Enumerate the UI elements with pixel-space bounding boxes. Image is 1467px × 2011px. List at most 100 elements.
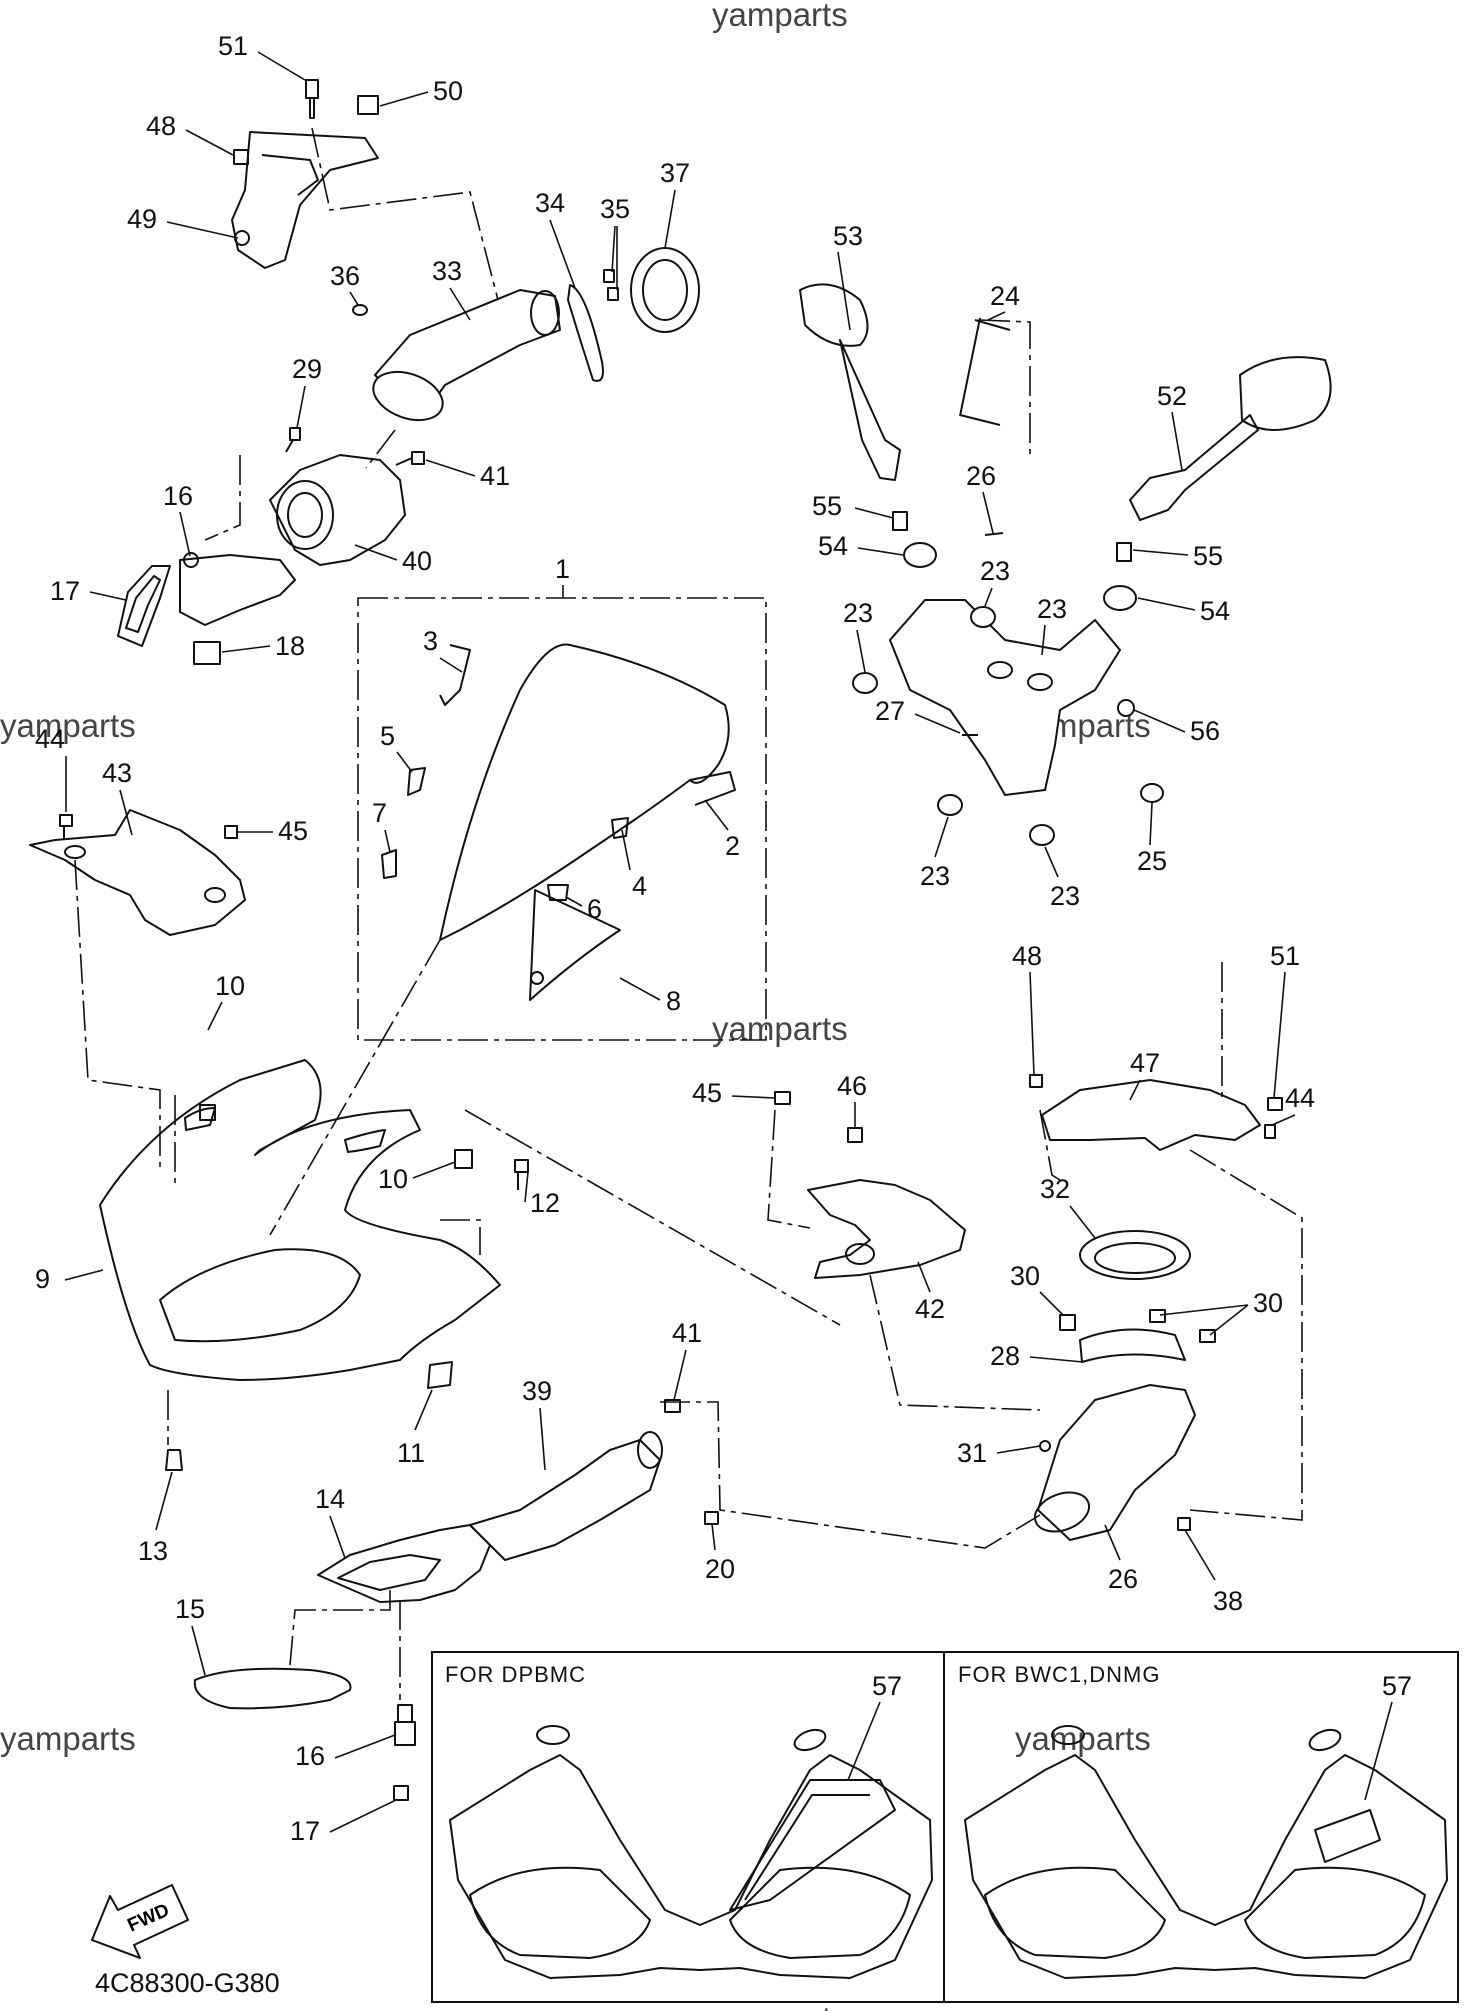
- callout-20: 18: [275, 631, 305, 661]
- callout-23-bottom-right: 23: [1050, 881, 1080, 911]
- decal-emblem: [1314, 1809, 1381, 1863]
- lower-duct-group: [193, 1399, 719, 1801]
- callout-16: 16: [295, 1741, 325, 1771]
- decal-cowling-dpbmc: [449, 1754, 933, 1979]
- callout-23-bottom-left: 23: [920, 861, 950, 891]
- callout-8: 8: [666, 986, 681, 1016]
- callout-30-right: 30: [1253, 1288, 1283, 1318]
- callout-51: 51: [218, 31, 248, 61]
- callout-44-center: 45: [692, 1078, 722, 1108]
- callout-10-lower: 10: [378, 1164, 408, 1194]
- callout-9: 9: [35, 1264, 50, 1294]
- duct-part-14: [317, 1524, 491, 1603]
- front-cowling-group: [99, 1059, 529, 1471]
- watermark-bottom: yamparts: [712, 2000, 848, 2011]
- callout-26-upper: 26: [966, 461, 996, 491]
- callout-48-right: 48: [1012, 941, 1042, 971]
- callout-29: 28: [990, 1341, 1020, 1371]
- callout-10-upper: 10: [215, 971, 245, 1001]
- band-part-29: [1079, 1328, 1186, 1363]
- seal-part-19: [117, 565, 171, 647]
- callout-32: 32: [1040, 1174, 1070, 1204]
- duct-part-28: [1037, 1384, 1196, 1541]
- duct-part-18: [179, 554, 296, 626]
- mirror-stay-group: [799, 283, 1332, 846]
- callout-4: 4: [632, 871, 647, 901]
- bolt-part-24: [959, 317, 1011, 426]
- windshield-group: [357, 597, 767, 1041]
- callout-1: 1: [555, 554, 570, 584]
- callout-17: 17: [290, 1816, 320, 1846]
- callout-13: 13: [138, 1536, 168, 1566]
- callout-18: 16: [163, 481, 193, 511]
- bracket-part-46: [1041, 1079, 1261, 1151]
- windshield-part-8: [439, 643, 730, 941]
- callout-42: 42: [915, 1294, 945, 1324]
- callout-45-left: 45: [278, 816, 308, 846]
- side-panel-group: [29, 809, 246, 936]
- callout-15: 15: [175, 1594, 205, 1624]
- callout-48: 48: [146, 111, 176, 141]
- callout-25: 25: [1137, 846, 1167, 876]
- variant-label-bwc1-dnmg: FOR BWC1,DNMG: [958, 1662, 1160, 1687]
- guide-lines: [74, 127, 1303, 1700]
- decal-cowling-bwc1-dnmg: [964, 1754, 1448, 1979]
- callout-24: 24: [990, 281, 1020, 311]
- callout-19: 17: [50, 576, 80, 606]
- callout-3: 3: [423, 626, 438, 656]
- callout-57-left: 57: [872, 1671, 902, 1701]
- callout-26-lower: 27: [875, 696, 905, 726]
- callout-31: 31: [957, 1438, 987, 1468]
- screw-part-17: [393, 1785, 409, 1801]
- callout-54-left: 54: [818, 531, 848, 561]
- callout-28: 26: [1108, 1564, 1138, 1594]
- callout-41-lower: 41: [672, 1318, 702, 1348]
- inner-panel-group: [774, 1091, 966, 1279]
- callout-5: 5: [380, 721, 395, 751]
- diagram-code: 4C88300-G380: [95, 1968, 280, 1998]
- windshield-assembly-box: [357, 597, 767, 1041]
- watermark-top: yamparts: [712, 0, 848, 33]
- seal-part-15: [193, 1667, 352, 1710]
- stay-part-22: [889, 599, 1121, 796]
- callout-47: 44: [1285, 1083, 1315, 1113]
- callout-39: 39: [522, 1376, 552, 1406]
- watermark-left: yamparts: [0, 707, 136, 744]
- callout-54-right: 54: [1200, 596, 1230, 626]
- fwd-arrow-icon: FWD: [91, 1884, 189, 1959]
- callout-14: 14: [315, 1484, 345, 1514]
- callout-50: 50: [433, 76, 463, 106]
- callout-51-right: 51: [1270, 941, 1300, 971]
- gasket-part-34: [567, 284, 604, 382]
- callout-57-right: 57: [1382, 1671, 1412, 1701]
- intake-part-39: [469, 1439, 661, 1561]
- callout-36: 36: [330, 261, 360, 291]
- callout-labels: 51 50 48 49 34 35 37 33 36 29 41 16 40 1…: [35, 31, 1315, 1846]
- callout-6: 6: [587, 894, 602, 924]
- upper-left-duct-group: [117, 79, 700, 665]
- variant-box-bwc1-dnmg: [943, 1651, 1459, 2003]
- bracket-part-49: [231, 131, 379, 269]
- callout-11: 11: [397, 1438, 425, 1468]
- ring-part-32: [1079, 1230, 1191, 1280]
- callout-35: 35: [600, 194, 630, 224]
- callout-33: 33: [432, 256, 462, 286]
- callout-38: 38: [1213, 1586, 1243, 1616]
- intake-part-40: [269, 454, 406, 566]
- callout-41-upper: 41: [480, 461, 510, 491]
- variant-boxes: FOR DPBMC FOR BWC1,DNMG 57 57: [431, 1651, 1459, 2003]
- right-duct-group: [1029, 1074, 1283, 1541]
- callout-49: 49: [127, 204, 157, 234]
- side-panel-part-43: [29, 809, 246, 936]
- callout-52: 52: [1157, 381, 1187, 411]
- callout-56: 56: [1190, 716, 1220, 746]
- callout-7: 7: [372, 798, 387, 828]
- variant-label-dpbmc: FOR DPBMC: [445, 1662, 586, 1687]
- callout-43: 43: [102, 758, 132, 788]
- callout-46: 47: [1130, 1048, 1160, 1078]
- callout-37: 37: [660, 158, 690, 188]
- watermark-lower-left: yamparts: [0, 1720, 136, 1757]
- callout-34: 34: [535, 188, 565, 218]
- mirror-part-53: [799, 283, 869, 347]
